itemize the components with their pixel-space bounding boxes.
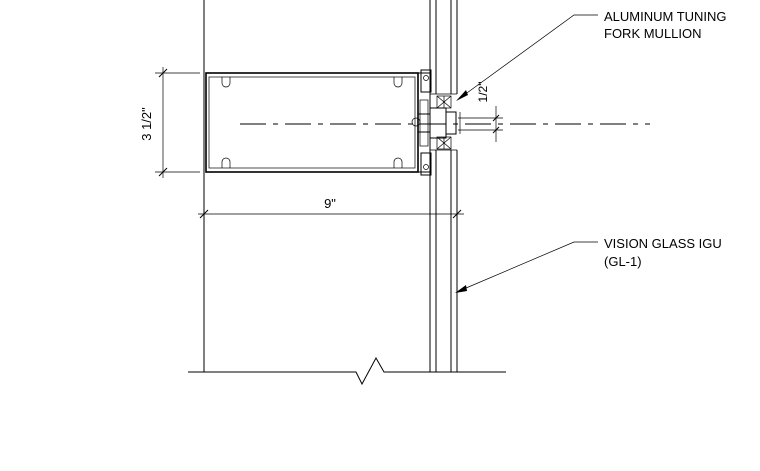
aluminum-mullion	[205, 69, 461, 176]
gap-dimension	[458, 106, 503, 142]
mullion-label-line1: ALUMINUM TUNING	[604, 9, 727, 24]
width-dimension	[198, 176, 464, 220]
width-dimension-text: 9"	[324, 196, 336, 211]
depth-dimension-text: 3 1/2"	[139, 107, 154, 141]
glass-label-line2: (GL-1)	[604, 254, 642, 269]
glass-leader	[455, 241, 598, 293]
gap-dimension-text: 1/2"	[476, 82, 490, 103]
vision-glass-igu	[429, 0, 458, 372]
glass-label-line1: VISION GLASS IGU	[604, 236, 722, 251]
mullion-label-line2: FORK MULLION	[604, 26, 702, 41]
depth-dimension	[155, 67, 200, 178]
mullion-leader	[456, 14, 598, 101]
break-line	[188, 356, 506, 386]
